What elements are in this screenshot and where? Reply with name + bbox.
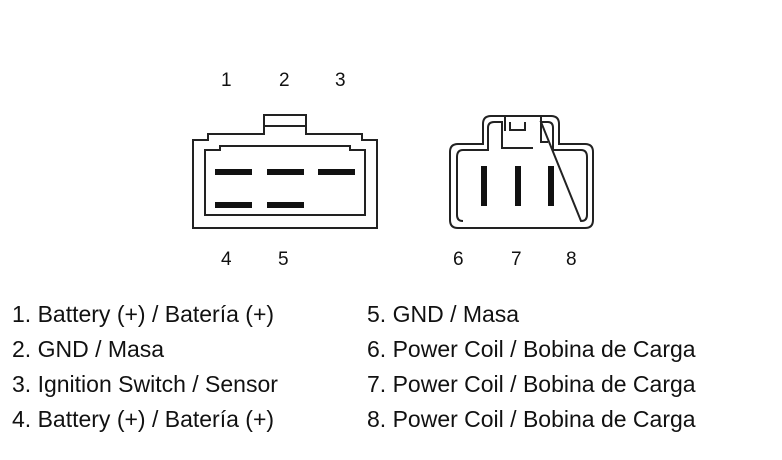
- legend-item: 6. Power Coil / Bobina de Carga: [367, 336, 696, 362]
- legend-right: 5. GND / Masa 6. Power Coil / Bobina de …: [367, 297, 696, 437]
- pin-label-5: 5: [278, 249, 289, 270]
- pin-label-8: 8: [566, 249, 577, 270]
- legend-left: 1. Battery (+) / Batería (+) 2. GND / Ma…: [12, 297, 278, 437]
- three-pin-connector: [449, 115, 594, 229]
- pin-label-7: 7: [511, 249, 522, 270]
- legend-item: 4. Battery (+) / Batería (+): [12, 406, 275, 432]
- five-pin-terminals: [215, 169, 355, 208]
- pin-label-1: 1: [221, 70, 232, 91]
- five-pin-connector: [192, 114, 378, 229]
- legend-item: 8. Power Coil / Bobina de Carga: [367, 406, 696, 432]
- legend-item: 1. Battery (+) / Batería (+): [12, 301, 275, 327]
- three-pin-terminals: [481, 166, 554, 206]
- pin-label-2: 2: [279, 70, 290, 91]
- pin-label-3: 3: [335, 70, 346, 91]
- legend-item: 5. GND / Masa: [367, 301, 520, 327]
- legend-item: 3. Ignition Switch / Sensor: [12, 371, 278, 397]
- legend-item: 7. Power Coil / Bobina de Carga: [367, 371, 696, 397]
- legend-item: 2. GND / Masa: [12, 336, 165, 362]
- pin-label-4: 4: [221, 249, 232, 270]
- pin-label-6: 6: [453, 249, 464, 270]
